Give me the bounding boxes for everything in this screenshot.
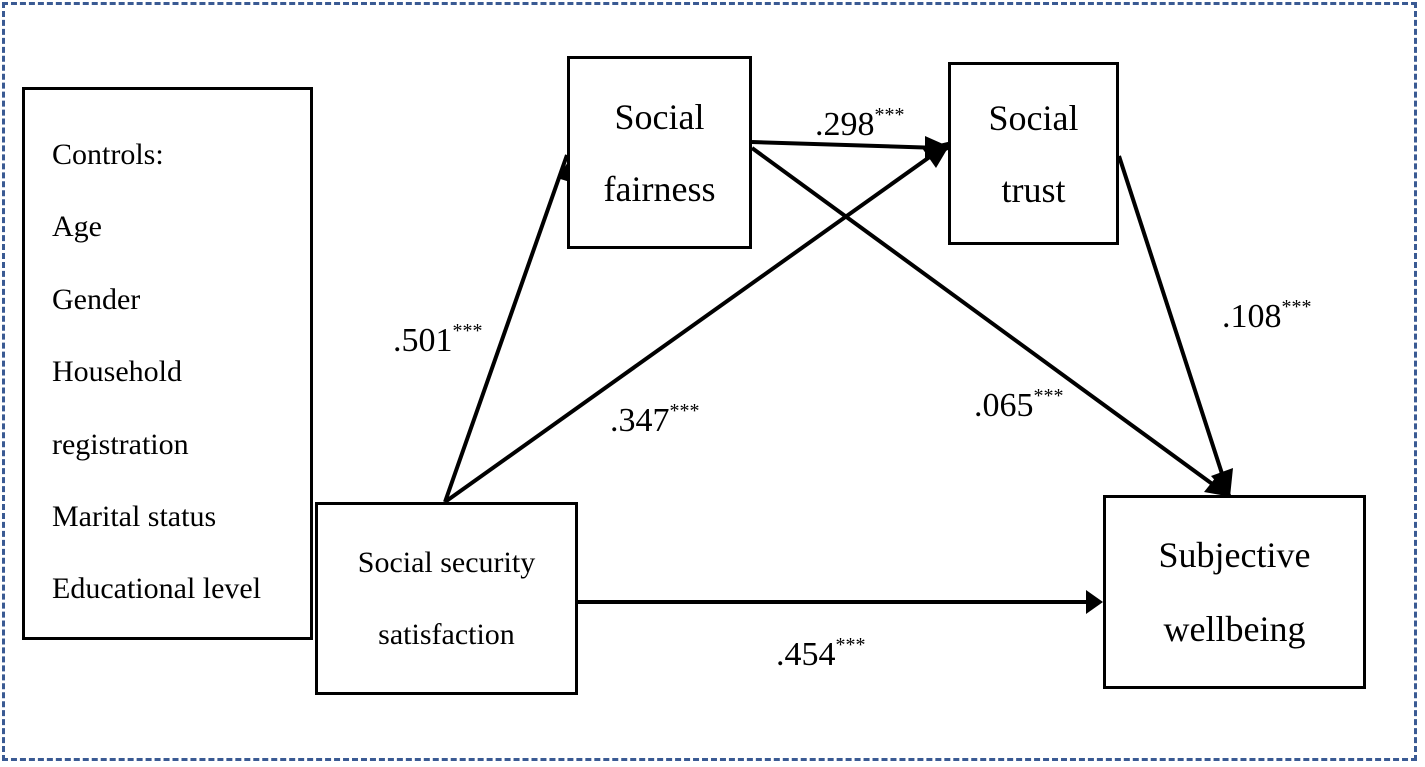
coef-sig: *** [669,400,700,422]
control-item: Marital status [52,500,217,533]
control-item: Age [52,210,102,243]
node-label: satisfaction [378,617,515,651]
coef-fairness-to-trust: .298*** [815,104,905,144]
coef-sig: *** [1033,385,1064,407]
arrowhead-trust-to-swb [1211,468,1233,497]
arrow-ssat-to-trust [443,144,947,504]
controls-title: Controls: [52,138,164,171]
control-item: Educational level [52,572,262,605]
node-label: Social [988,97,1079,138]
node-label: Social [614,96,705,137]
control-item: Household [52,355,182,388]
node-label: wellbeing [1163,609,1306,649]
social-trust-node: Social trust [948,62,1119,245]
coef-sig: *** [874,104,905,126]
coef-ssat-to-trust: .347*** [610,400,700,440]
node-label: fairness [603,168,716,209]
arrow-trust-to-swb [1117,155,1228,487]
coef-sig: *** [1281,296,1312,318]
arrowhead-ssat-to-swb [1086,590,1103,614]
subjective-wellbeing-node: Subjective wellbeing [1103,495,1366,689]
social-security-satisfaction-node: Social security satisfaction [315,502,578,695]
node-label: Subjective [1158,535,1311,575]
coef-ssat-to-fairness: .501*** [393,320,483,360]
coef-ssat-to-swb: .454*** [776,634,866,674]
coef-value: .108 [1222,298,1282,335]
arrow-fairness-to-trust [751,140,941,150]
coef-value: .298 [815,106,875,143]
coef-value: .065 [974,387,1034,424]
control-item: Gender [52,283,141,316]
controls-box: Controls: Age Gender Household registrat… [22,87,313,640]
coef-sig: *** [452,320,483,342]
arrowhead-fairness-to-trust [925,136,952,161]
social-fairness-node: Social fairness [567,56,752,249]
coef-fairness-to-swb: .065*** [974,385,1064,425]
coef-value: .454 [776,636,836,673]
coef-value: .501 [393,322,453,359]
control-item: registration [52,428,189,461]
arrow-ssat-to-fairness [443,154,569,503]
arrow-fairness-to-swb [750,146,1228,496]
coef-sig: *** [835,634,866,656]
coef-value: .347 [610,402,670,439]
node-label: trust [1001,169,1066,210]
coef-trust-to-swb: .108*** [1222,296,1312,336]
node-label: Social security [357,545,536,579]
